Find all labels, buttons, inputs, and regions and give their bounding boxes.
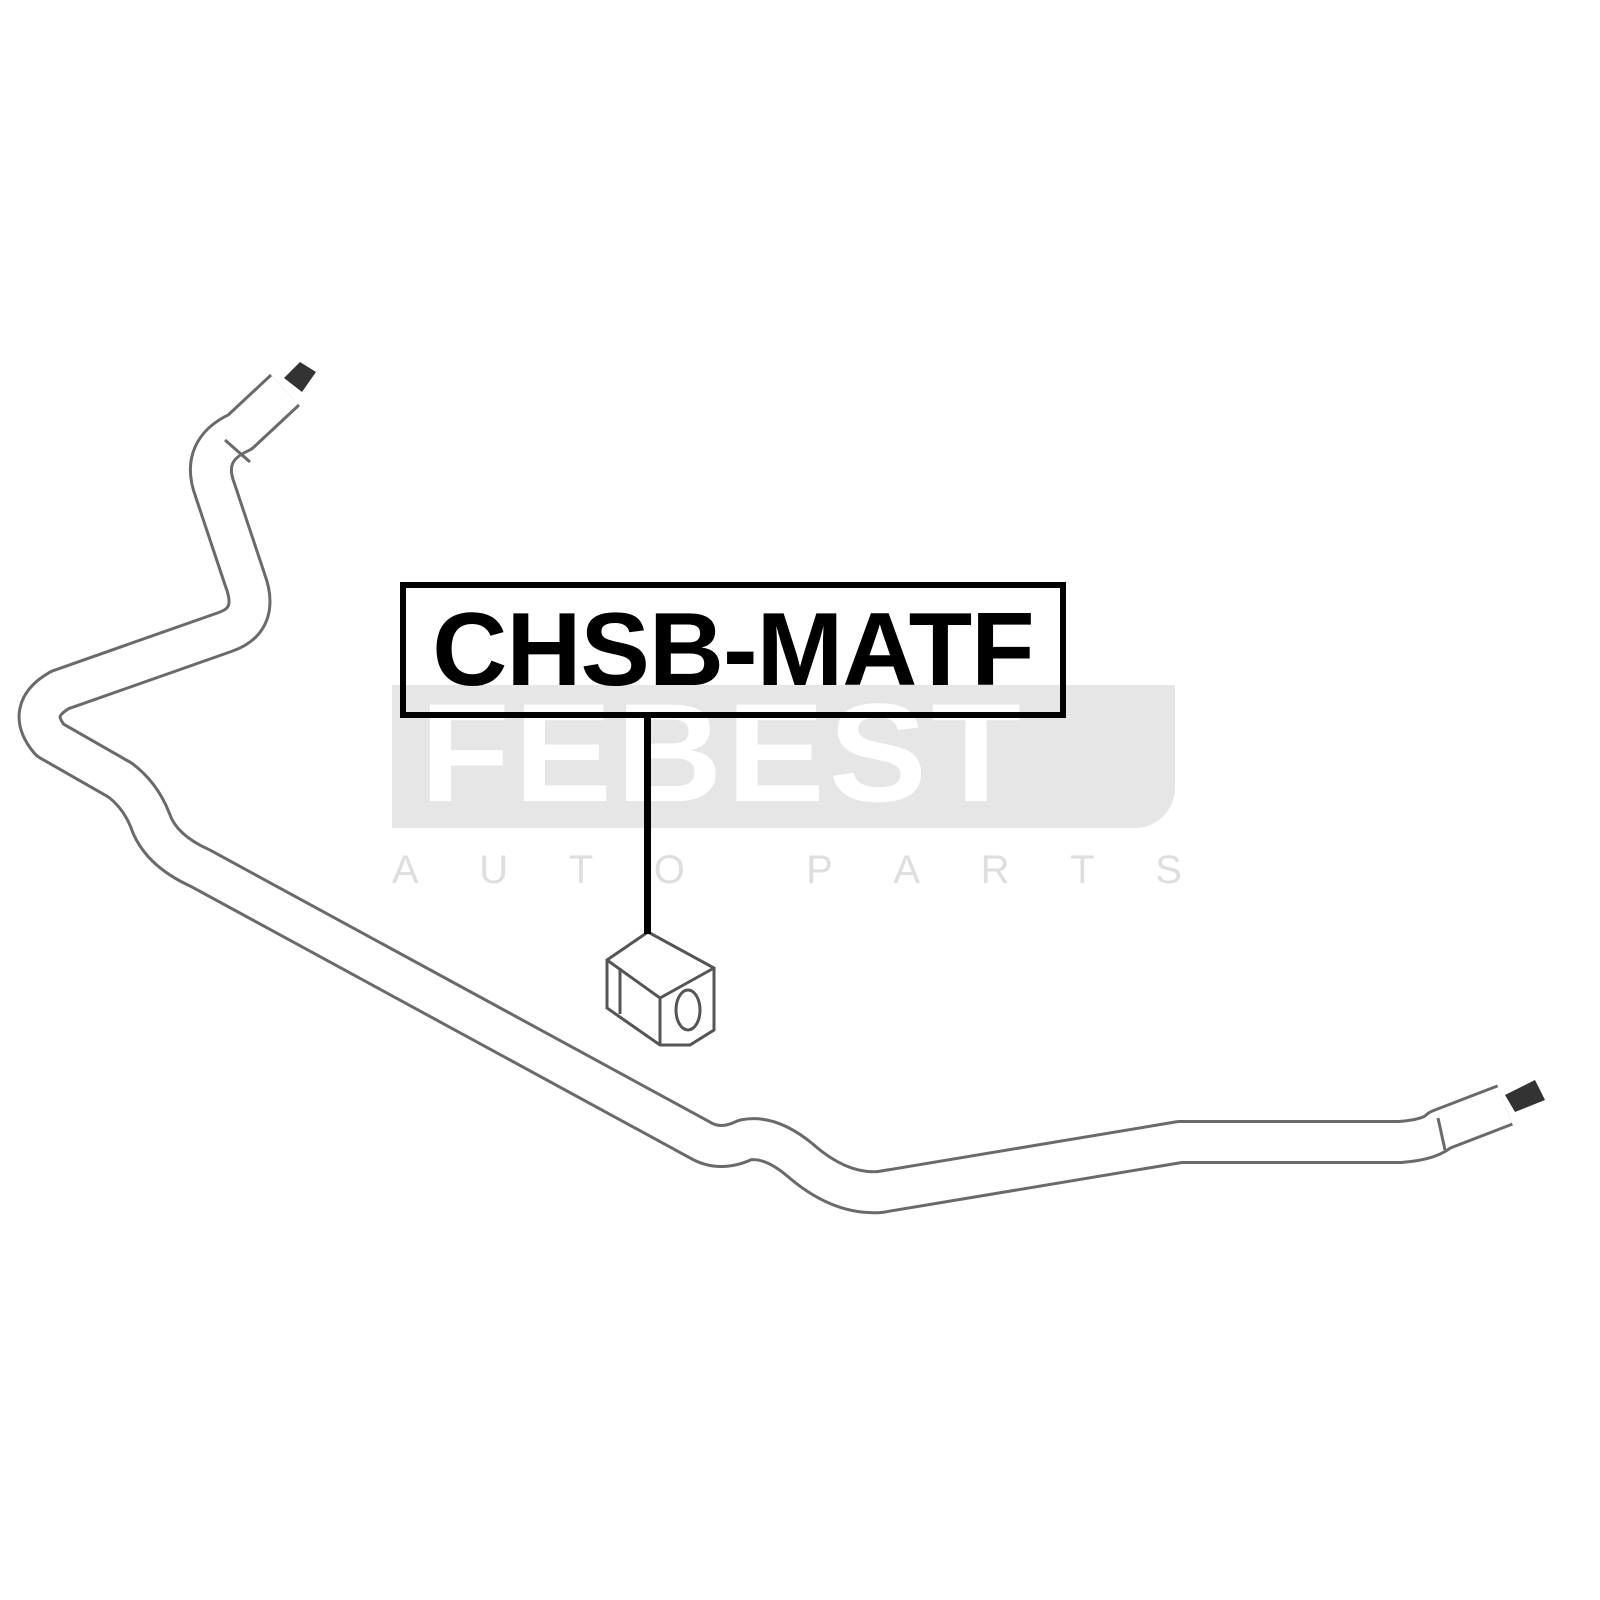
part-number-label: CHSB-MATF (432, 592, 1034, 708)
part-label-box: CHSB-MATF (400, 582, 1066, 718)
tagline-letter: U (479, 848, 509, 892)
threaded-end-right (1505, 1080, 1545, 1112)
tagline-letter: T (568, 848, 594, 892)
stabilizer-bar (17, 373, 1513, 1215)
watermark-background (392, 685, 1175, 828)
bushing-icon (605, 930, 716, 1047)
tagline-letter: P (806, 848, 833, 892)
tagline-letter: R (980, 848, 1010, 892)
tagline-letter: A (893, 848, 921, 892)
tagline-letter: T (1070, 848, 1095, 892)
tagline-letter: O (653, 848, 685, 892)
threaded-end-left (284, 362, 316, 392)
tagline-letter: A (392, 848, 419, 892)
leader-line (644, 718, 651, 934)
watermark-brand: FEBEST (420, 674, 1026, 831)
watermark-tagline: A U T O P A R T S (392, 848, 1182, 893)
tagline-letter: S (1155, 848, 1182, 892)
